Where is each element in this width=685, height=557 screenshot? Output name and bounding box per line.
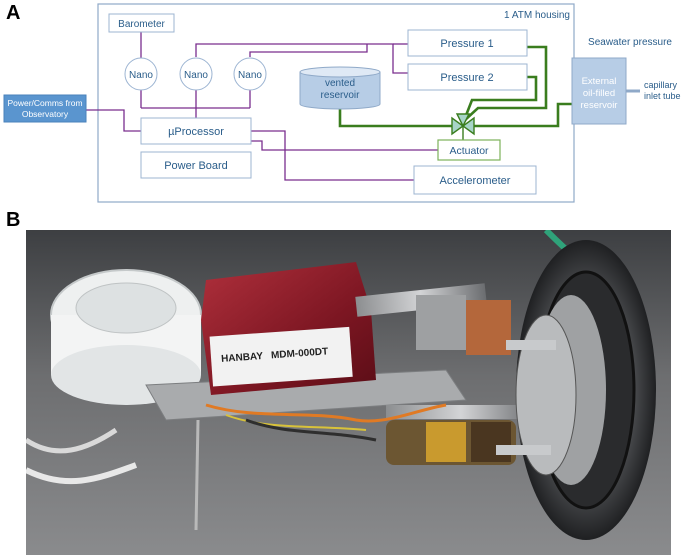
instrument-photo: HANBAY MDM-000DT — [26, 230, 671, 555]
external-reservoir-box — [571, 57, 627, 125]
microprocessor-box — [140, 117, 252, 145]
copper-block — [466, 300, 511, 355]
power-comms-box — [3, 94, 87, 123]
valve-icon — [451, 113, 475, 140]
nano-2-label: Nano — [184, 70, 208, 81]
vented-reservoir-line-1: vented — [325, 78, 355, 89]
external-reservoir-line-2: oil-filled — [583, 88, 615, 99]
nano-1-node — [124, 57, 158, 91]
wire-bundle — [205, 403, 447, 423]
panel-label-b: B — [6, 209, 21, 231]
power-board-box — [140, 151, 252, 179]
capillary-line-2: inlet tube — [644, 91, 681, 101]
support-rail-2 — [386, 405, 536, 419]
nano-2-node — [179, 57, 213, 91]
vented-reservoir-line-2: reservoir — [321, 90, 361, 101]
accelerometer-label: Accelerometer — [440, 175, 511, 187]
barometer-label: Barometer — [118, 19, 165, 30]
power-board-label: Power Board — [164, 160, 228, 172]
pressure-2-box — [407, 63, 528, 91]
white-cable — [26, 462, 138, 485]
nano-1-label: Nano — [129, 70, 153, 81]
probe-rod — [194, 419, 200, 531]
pressure-1-label: Pressure 1 — [440, 38, 493, 50]
actuator-box — [437, 139, 501, 161]
nano-3-label: Nano — [238, 70, 262, 81]
microprocessor-label: µProcessor — [168, 126, 224, 138]
pressure-2-label: Pressure 2 — [440, 72, 493, 84]
actuator-label: Actuator — [449, 145, 489, 157]
nano-3-node — [233, 57, 267, 91]
housing-label: 1 ATM housing — [504, 10, 570, 21]
white-cable-2 — [26, 427, 118, 454]
seawater-pressure-label: Seawater pressure — [588, 37, 672, 48]
support-rod — [506, 340, 556, 350]
capillary-line-1: capillary — [644, 80, 678, 90]
system-block-diagram: 1 ATM housing Barometer Nano Nano Nano — [3, 3, 681, 203]
pressure-1-box — [407, 29, 528, 57]
oil-tubes — [338, 45, 572, 128]
external-reservoir-line-3: reservoir — [581, 100, 618, 111]
vented-reservoir: vented reservoir — [299, 66, 381, 110]
power-comms-line-1: Power/Comms from — [7, 98, 82, 108]
accelerometer-box — [413, 165, 537, 195]
driver-model: MDM-000DT — [271, 346, 329, 361]
panel-label-a: A — [6, 2, 21, 24]
power-comms-line-2: Observatory — [22, 109, 69, 119]
driver-brand: HANBAY — [221, 351, 264, 365]
signal-wires — [86, 32, 438, 181]
barometer-box — [108, 13, 175, 33]
external-reservoir-line-1: External — [582, 76, 617, 87]
